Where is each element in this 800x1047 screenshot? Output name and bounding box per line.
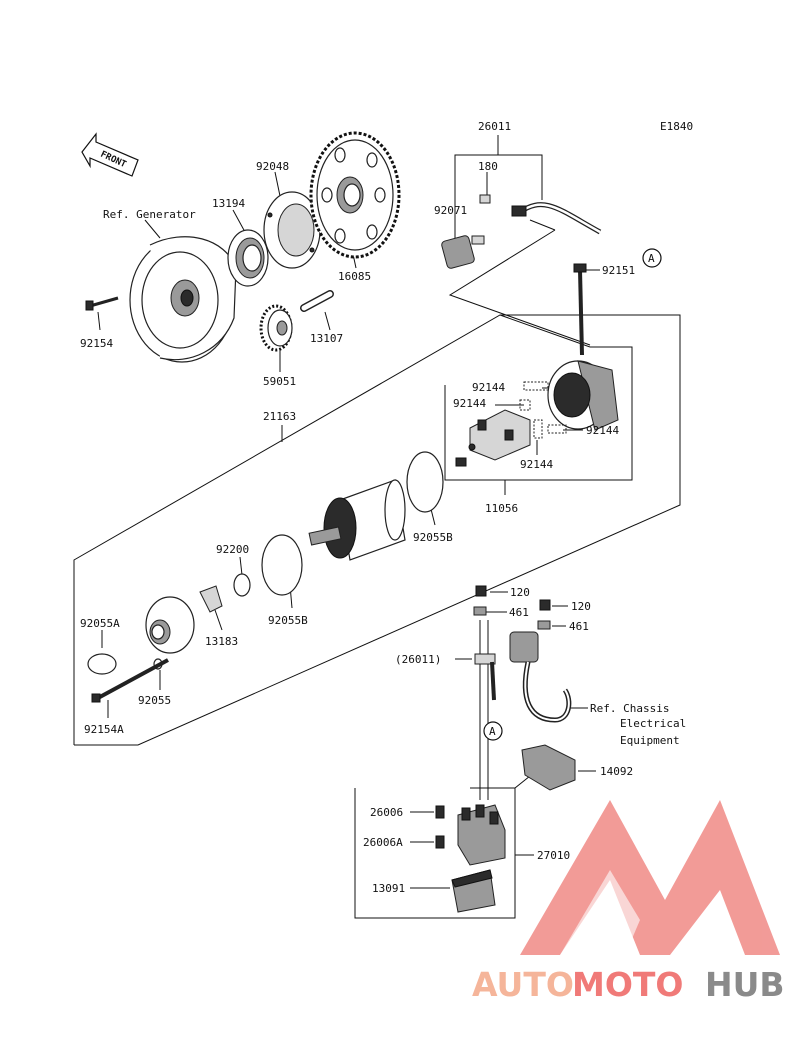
label-ref-chassis-2: Electrical: [620, 717, 686, 730]
clutch-13194: [227, 229, 269, 287]
label-26006: 26006: [370, 806, 403, 819]
label-ref-chassis-1: Ref. Chassis: [590, 702, 669, 715]
cover-14092: [521, 744, 576, 791]
label-120-a: 120: [510, 586, 530, 599]
starter-relay-27010: [457, 804, 506, 866]
callout-a-bottom: A: [483, 721, 503, 741]
o-ring-92055B-lower: [261, 534, 303, 596]
label-27010: 27010: [537, 849, 570, 862]
terminal-cap-92071: [441, 235, 485, 269]
front-cover: [145, 596, 195, 654]
o-ring-92055A: [87, 653, 117, 675]
brush-holder-bracket-11056: [444, 346, 633, 481]
label-92151: 92151: [602, 264, 635, 277]
label-92071: 92071: [434, 204, 467, 217]
label-92055B-a: 92055B: [413, 531, 453, 544]
label-26011: 26011: [478, 120, 511, 133]
label-14092: 14092: [600, 765, 633, 778]
label-92055B-b: 92055B: [268, 614, 308, 627]
label-92144-c: 92144: [586, 424, 619, 437]
label-92200: 92200: [216, 543, 249, 556]
plate-13183: [199, 585, 223, 613]
bolt-92151: [573, 263, 587, 356]
label-11056: 11056: [485, 502, 518, 515]
relay-box-frame: [354, 787, 516, 919]
label-92154: 92154: [80, 337, 113, 350]
brush-holder: [455, 409, 531, 467]
watermark-hub: HUB: [705, 965, 785, 1004]
svg-text:A: A: [489, 725, 496, 738]
svg-text:A: A: [648, 252, 655, 265]
label-59051: 59051: [263, 375, 296, 388]
label-92144-a: 92144: [472, 381, 505, 394]
armature-yoke: [308, 479, 406, 561]
generator-rotor: [129, 236, 237, 363]
bracket-26011: [454, 154, 543, 240]
label-92048: 92048: [256, 160, 289, 173]
label-26011-ref: (26011): [395, 653, 441, 666]
watermark-moto: MOTO: [572, 965, 683, 1004]
label-461-a: 461: [509, 606, 529, 619]
label-180: 180: [478, 160, 498, 173]
starter-gear-16085: [309, 131, 401, 259]
label-21163: 21163: [263, 410, 296, 423]
label-13107: 13107: [310, 332, 343, 345]
washer-92200: [233, 573, 251, 597]
through-bolt-92154A: [91, 658, 169, 703]
label-ref-chassis-3: Equipment: [620, 734, 680, 747]
front-arrow-icon: FRONT: [81, 132, 139, 177]
label-92154A: 92154A: [84, 723, 124, 736]
fuses: [435, 805, 445, 849]
bolts-and-nuts: [473, 585, 551, 630]
label-13194: 13194: [212, 197, 245, 210]
watermark-text: AUTO MOTO HUB: [472, 965, 785, 1004]
lead-26011-ref: [474, 653, 496, 701]
label-ref-generator: Ref. Generator: [103, 208, 196, 221]
bolt-92154: [85, 296, 119, 311]
automotohub-logo: [520, 800, 780, 955]
label-26006A: 26006A: [363, 836, 403, 849]
relay-case-13091: [451, 869, 496, 913]
idle-gear-59051: [259, 304, 293, 352]
label-13183: 13183: [205, 635, 238, 648]
housing-92048: [263, 191, 321, 269]
end-cover: [547, 360, 619, 431]
shaft-13107: [300, 290, 334, 312]
diagram-code: E1840: [660, 120, 693, 133]
o-ring-92055B-top: [406, 451, 444, 513]
label-92055A: 92055A: [80, 617, 120, 630]
terminal-cover: [509, 631, 572, 723]
lead-wire-26011: [479, 194, 602, 235]
assembly-bracket-21163: [73, 314, 681, 746]
brush-springs-92144: [519, 381, 567, 439]
watermark-auto: AUTO: [472, 965, 574, 1004]
label-120-b: 120: [571, 600, 591, 613]
label-92144-b: 92144: [453, 397, 486, 410]
label-92144-d: 92144: [520, 458, 553, 471]
callout-a-top: A: [642, 248, 662, 268]
label-92055: 92055: [138, 694, 171, 707]
label-13091: 13091: [372, 882, 405, 895]
label-16085: 16085: [338, 270, 371, 283]
label-461-b: 461: [569, 620, 589, 633]
part-labels: 26011 180 92071 92151 92048 13194 Ref. G…: [80, 120, 686, 895]
